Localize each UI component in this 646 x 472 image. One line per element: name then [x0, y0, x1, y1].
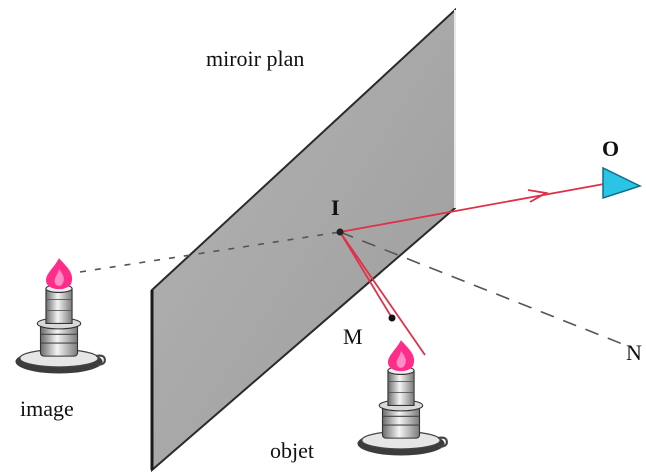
reflected-ray — [339, 183, 605, 233]
mirror-label: miroir plan — [206, 46, 304, 71]
image-label: image — [20, 396, 74, 421]
object-label: objet — [270, 438, 314, 463]
incidence-point — [336, 228, 344, 236]
ray-arrowhead — [527, 189, 549, 203]
image-candle — [14, 258, 106, 375]
eye-icon — [602, 166, 643, 200]
object-point-label: M — [343, 324, 363, 349]
normal-label: N — [626, 340, 642, 365]
observer-label: O — [602, 136, 619, 161]
incidence-point-label: I — [331, 195, 340, 220]
incident-ray — [339, 231, 426, 356]
object-candle — [356, 338, 448, 457]
normal-line — [339, 231, 626, 346]
object-point — [388, 314, 396, 322]
